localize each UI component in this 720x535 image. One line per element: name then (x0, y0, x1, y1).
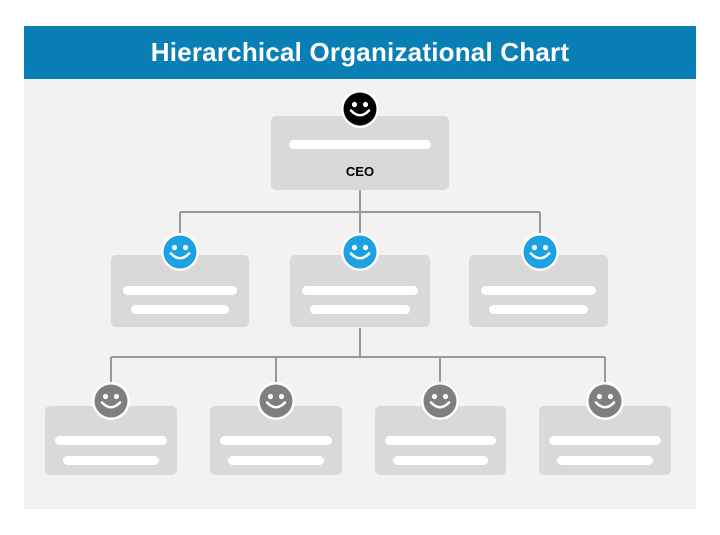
card-line-1 (55, 436, 167, 445)
card-line-2 (131, 305, 229, 314)
card-line-2 (63, 456, 159, 465)
ceo-name-bar (289, 140, 431, 149)
card-line-2 (228, 456, 324, 465)
card-line-2 (310, 305, 410, 314)
card-line-1 (385, 436, 496, 445)
card-line-1 (481, 286, 596, 295)
card-line-2 (393, 456, 488, 465)
chart-title: Hierarchical Organizational Chart (150, 37, 570, 67)
card-line-2 (557, 456, 653, 465)
ceo-card: CEO (271, 116, 449, 190)
level1-smiley-face-icon (340, 232, 380, 272)
level1-card-1 (111, 255, 249, 327)
card-line-2 (489, 305, 588, 314)
card-line-1 (220, 436, 332, 445)
card-line-1 (123, 286, 237, 295)
level1-smiley-face-icon (520, 232, 560, 272)
ceo-smiley-face-icon (340, 89, 380, 129)
level2-smiley-face-icon (585, 381, 625, 421)
level1-smiley-face-icon (160, 232, 200, 272)
level2-smiley-face-icon (420, 381, 460, 421)
level2-smiley-face-icon (91, 381, 131, 421)
card-line-1 (302, 286, 418, 295)
card-line-1 (549, 436, 661, 445)
level2-smiley-face-icon (256, 381, 296, 421)
chart-title-bar: Hierarchical Organizational Chart (24, 26, 696, 79)
ceo-label: CEO (345, 164, 375, 179)
level1-card-3 (469, 255, 608, 327)
